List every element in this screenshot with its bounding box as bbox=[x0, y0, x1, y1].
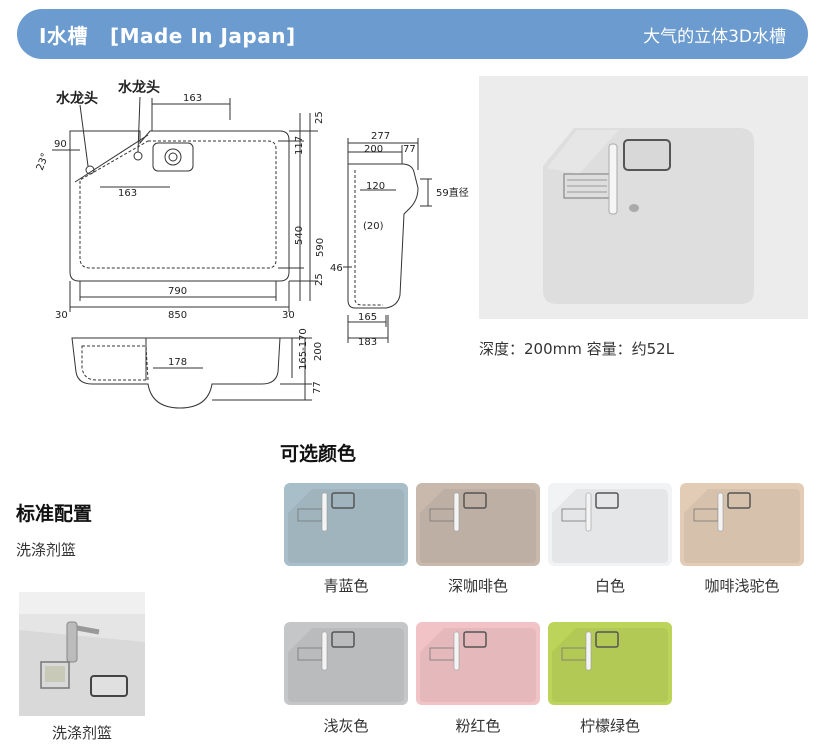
color-swatch[interactable] bbox=[416, 483, 540, 566]
header-subtitle: 大气的立体3D水槽 bbox=[643, 27, 786, 47]
swatch-sink-illustration bbox=[548, 622, 672, 705]
swatch-sink-illustration bbox=[284, 483, 408, 566]
faucet-label-2: 水龙头 bbox=[118, 79, 160, 96]
sink-illustration bbox=[479, 76, 808, 319]
color-swatch[interactable] bbox=[548, 483, 672, 566]
dim-163-top: 163 bbox=[183, 93, 202, 104]
color-label: 咖啡浅驼色 bbox=[704, 577, 780, 595]
dimension-diagram: 水龙头 水龙头 163 90 23° 163 25 117 540 590 25… bbox=[35, 79, 469, 409]
dim-30-left: 30 bbox=[55, 310, 68, 321]
dim-77-front: 77 bbox=[312, 381, 323, 394]
color-label: 柠檬绿色 bbox=[579, 717, 640, 735]
dim-200-front: 200 bbox=[313, 342, 324, 361]
header-banner: I水槽 [Made In Japan] 大气的立体3D水槽 bbox=[17, 9, 808, 59]
swatch-sink-illustration bbox=[680, 483, 804, 566]
sink-photo bbox=[479, 76, 808, 319]
color-swatch[interactable] bbox=[284, 483, 408, 566]
swatch-sink-illustration bbox=[416, 483, 540, 566]
faucet-hole-1 bbox=[85, 165, 95, 175]
dim-183: 183 bbox=[358, 337, 377, 348]
dim-120: 120 bbox=[366, 181, 385, 192]
dim-790: 790 bbox=[168, 286, 187, 297]
color-swatch[interactable] bbox=[284, 622, 408, 705]
dim-200: 200 bbox=[364, 144, 383, 155]
color-label: 白色 bbox=[594, 577, 625, 595]
dim-25-bottom: 25 bbox=[314, 273, 325, 286]
dim-590: 590 bbox=[315, 238, 326, 257]
dim-25-top: 25 bbox=[314, 111, 325, 124]
color-label: 深咖啡色 bbox=[447, 577, 508, 595]
faucet-hole-2 bbox=[133, 151, 143, 161]
dim-163-mid: 163 bbox=[118, 188, 137, 199]
swatch-sink-illustration bbox=[548, 483, 672, 566]
color-label: 浅灰色 bbox=[323, 717, 369, 735]
detergent-basket-illustration bbox=[19, 592, 145, 716]
drain-box bbox=[152, 142, 194, 172]
detergent-basket-caption: 洗涤剂篮 bbox=[51, 724, 112, 742]
dim-angle: 23° bbox=[35, 152, 51, 172]
product-title: I水槽 [Made In Japan] bbox=[39, 20, 296, 49]
color-swatch[interactable] bbox=[680, 483, 804, 566]
dim-90: 90 bbox=[54, 139, 67, 150]
model-name: I水槽 bbox=[39, 24, 88, 48]
color-label: 青蓝色 bbox=[323, 577, 369, 595]
dim-277: 277 bbox=[371, 131, 390, 142]
front-view-outline bbox=[71, 337, 281, 409]
faucet-label-1: 水龙头 bbox=[56, 90, 98, 107]
color-label: 粉红色 bbox=[455, 717, 501, 735]
side-view-outline bbox=[347, 163, 419, 309]
dim-850: 850 bbox=[168, 310, 187, 321]
standard-item: 洗涤剂篮 bbox=[16, 541, 77, 559]
dim-20: (20) bbox=[363, 221, 384, 232]
dim-30-right: 30 bbox=[282, 310, 295, 321]
drain-icon bbox=[164, 148, 182, 166]
colors-section-title: 可选颜色 bbox=[280, 443, 357, 465]
color-swatch[interactable] bbox=[416, 622, 540, 705]
spec-text: 深度：200mm 容量：约52L bbox=[479, 340, 675, 358]
color-swatch[interactable] bbox=[548, 622, 672, 705]
top-view-basin bbox=[79, 140, 277, 269]
dim-77-side: 77 bbox=[403, 144, 416, 155]
dim-117: 117 bbox=[294, 136, 305, 155]
standard-section-title: 标准配置 bbox=[16, 503, 93, 525]
made-in-label: [Made In Japan] bbox=[109, 24, 296, 48]
dim-165: 165 bbox=[358, 312, 377, 323]
detergent-basket-photo bbox=[19, 592, 145, 716]
top-view-outline bbox=[69, 130, 290, 282]
dim-46: 46 bbox=[330, 263, 343, 274]
dim-540: 540 bbox=[294, 226, 305, 245]
dim-59-diameter: 59直径 bbox=[436, 186, 469, 199]
dim-178: 178 bbox=[168, 357, 187, 368]
swatch-sink-illustration bbox=[416, 622, 540, 705]
dim-165-170: 165-170 bbox=[298, 328, 309, 370]
swatch-sink-illustration bbox=[284, 622, 408, 705]
